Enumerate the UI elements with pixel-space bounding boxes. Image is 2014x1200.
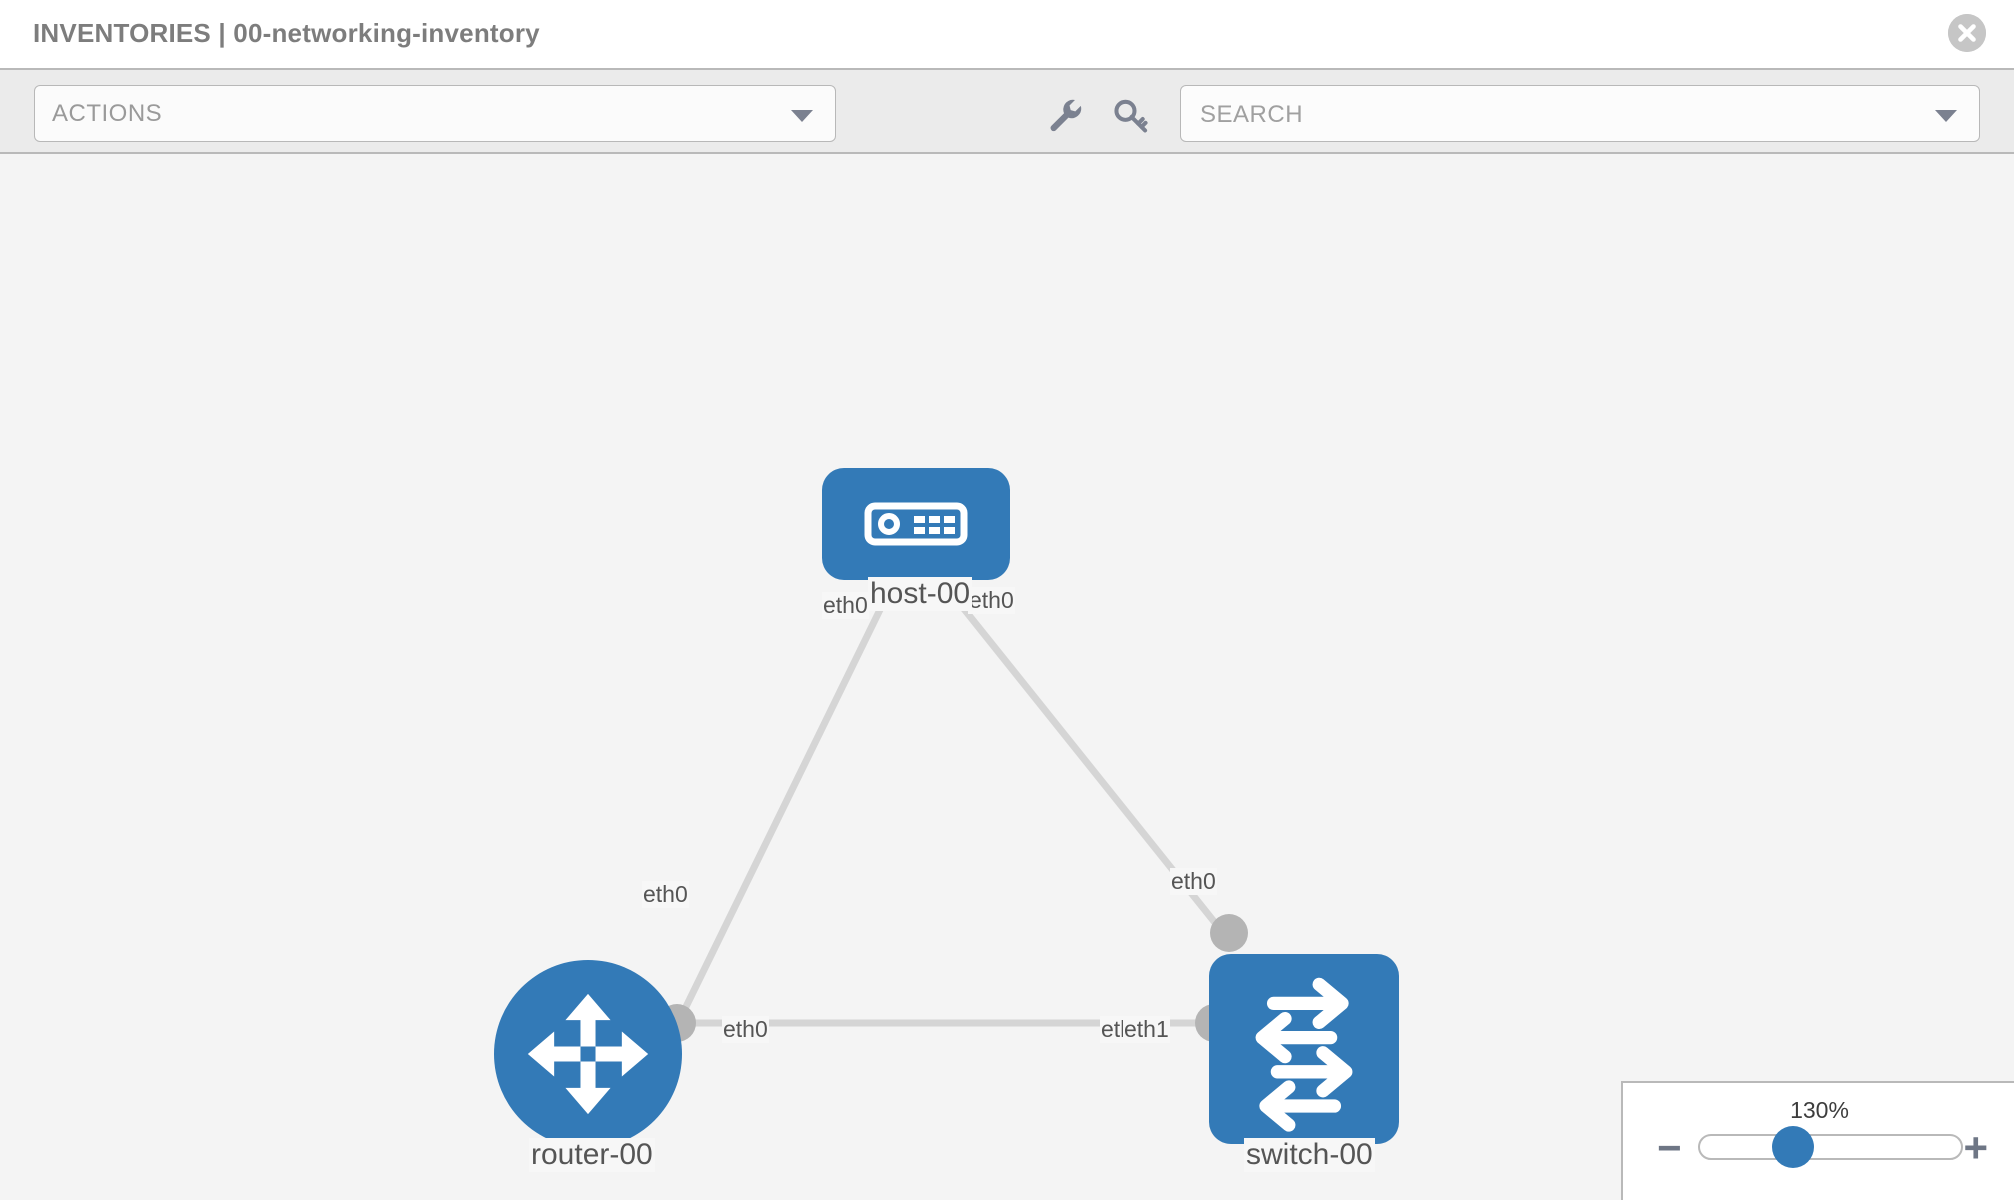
edge-label-router00-eth0-up: eth0 (642, 881, 689, 908)
zoom-slider-thumb[interactable] (1772, 1126, 1814, 1168)
search-field-wrapper[interactable] (1180, 85, 1980, 143)
zoom-slider-track[interactable] (1698, 1134, 1963, 1160)
topology-links (676, 576, 1235, 1027)
node-label-host-00: host-00 (868, 577, 973, 611)
actions-dropdown-label: ACTIONS (52, 100, 163, 127)
key-icon[interactable] (1113, 96, 1151, 134)
edge-label-switch00-eth1: eth1 (1123, 1016, 1170, 1043)
port-switch00-eth0[interactable] (1210, 914, 1248, 952)
node-switch-00[interactable] (1209, 954, 1399, 1144)
server-icon (864, 502, 968, 546)
toolbar: ACTIONS (0, 68, 2014, 154)
search-input[interactable] (1198, 86, 1902, 143)
chevron-down-icon (791, 110, 813, 122)
page-header: INVENTORIES | 00-networking-inventory (0, 0, 2014, 68)
node-router-00[interactable] (494, 960, 682, 1148)
edge-label-host00-eth0-right: eth0 (968, 587, 1015, 614)
node-host-00[interactable] (822, 468, 1010, 580)
router-arrows-icon (527, 993, 649, 1115)
node-label-router-00: router-00 (529, 1138, 655, 1172)
zoom-level-value: 130% (1790, 1097, 1849, 1123)
zoom-control-panel: 130% − + (1621, 1081, 2014, 1200)
wrench-icon[interactable] (1046, 96, 1084, 134)
switch-arrows-icon (1255, 977, 1353, 1132)
link-host00-router00 (676, 577, 899, 1021)
zoom-in-button[interactable]: + (1963, 1124, 1988, 1171)
page-title: INVENTORIES | 00-networking-inventory (33, 18, 540, 48)
edge-label-host00-eth0-left: eth0 (822, 592, 869, 619)
zoom-out-button[interactable]: − (1657, 1124, 1682, 1171)
close-icon[interactable] (1948, 14, 1986, 52)
node-label-switch-00: switch-00 (1244, 1138, 1375, 1172)
topology-canvas[interactable]: eth0 eth0 eth0 eth0 eth0 eth eth1 host-0… (0, 154, 2014, 1200)
edge-label-switch00-eth0-up: eth0 (1170, 868, 1217, 895)
search-chevron-down-icon[interactable] (1935, 110, 1957, 122)
actions-dropdown[interactable]: ACTIONS (34, 85, 836, 142)
edge-label-router00-eth0-right: eth0 (722, 1016, 769, 1043)
